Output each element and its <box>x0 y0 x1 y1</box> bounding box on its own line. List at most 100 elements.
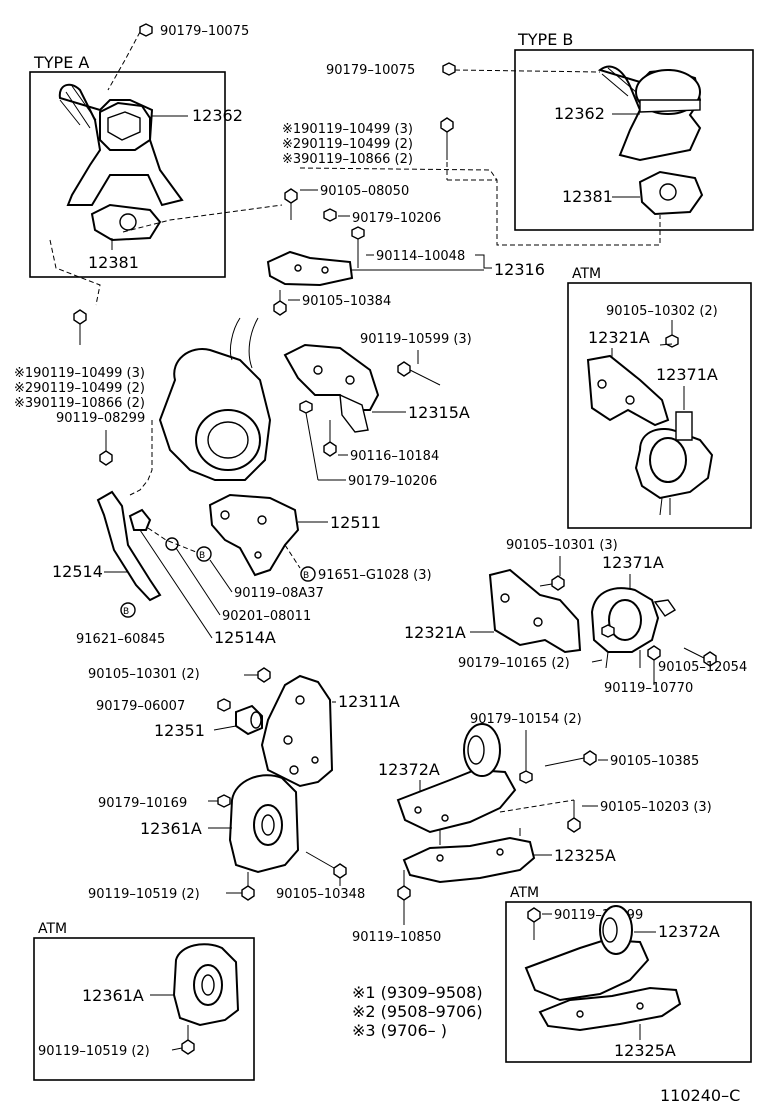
label-90119-10519-a: 90119–10519 (2) <box>88 887 200 902</box>
label-90119-10770: 90119–10770 <box>604 681 693 696</box>
type-a-box <box>29 71 226 278</box>
bracket-12316 <box>266 250 354 287</box>
bolt-90119-10770 <box>647 645 661 685</box>
label-91651-G1028: 91651–G1028 (3) <box>318 568 432 583</box>
label-90119-08299: 90119–08299 <box>56 411 145 426</box>
label-90116-10184: 90116–10184 <box>350 449 439 464</box>
label-note3-10866: ※390119–10866 (2) <box>282 152 413 167</box>
label-12315A: 12315A <box>408 403 470 422</box>
bolt-90119-10519-a <box>241 872 255 901</box>
svg-text:B: B <box>199 551 205 561</box>
label-12362-b: 12362 <box>554 104 605 123</box>
label-12511: 12511 <box>330 513 381 532</box>
bracket-12311A <box>260 674 334 788</box>
label-12371A-top: 12371A <box>656 365 718 384</box>
label-12321A-top: 12321A <box>588 328 650 347</box>
label-90105-10203: 90105–10203 (3) <box>600 800 712 815</box>
nut-90179-10075-top <box>139 23 153 37</box>
bolt-90119-10499-atm <box>527 907 541 940</box>
label-90105-08050: 90105–08050 <box>320 184 409 199</box>
insulator-12325A-atm <box>538 986 682 1032</box>
label-90105-10348: 90105–10348 <box>276 887 365 902</box>
bracket-12315A <box>283 343 380 433</box>
label-90201-08011: 90201–08011 <box>222 609 311 624</box>
bolt-90105-08050 <box>284 188 298 220</box>
label-90179-10206-a: 90179–10206 <box>352 211 441 226</box>
legend-note-2: ※2 (9508–9706) <box>352 1002 483 1021</box>
atm-box-top-right <box>567 282 752 529</box>
mount-cushion-12381-type-a <box>90 203 162 242</box>
nut-90119-08A37: B <box>196 546 212 562</box>
svg-text:B: B <box>123 607 129 617</box>
atm-label-bottom-right: ATM <box>510 885 539 901</box>
label-90105-10301-b: 90105–10301 (2) <box>88 667 200 682</box>
nut-90179-06007 <box>217 698 231 712</box>
nut-90179-10206-b <box>299 400 319 481</box>
bolt-90119-10519-b <box>181 1025 195 1055</box>
atm-box-bottom-left <box>33 937 255 1081</box>
bolt-90116-10184 <box>323 420 337 457</box>
bolt-90105-12054 <box>683 647 717 667</box>
transmission-case <box>129 317 272 496</box>
bolt-90105-10302 <box>659 334 679 348</box>
label-91621-60845: 91621–60845 <box>76 632 165 647</box>
label-12372A-mid: 12372A <box>378 760 440 779</box>
bolt-90119-10599 <box>397 361 441 386</box>
insulator-12325A-mid <box>402 828 536 884</box>
nut-90179-10154 <box>519 730 533 784</box>
label-12361A-mid: 12361A <box>140 819 202 838</box>
label-90119-10519-b: 90119–10519 (2) <box>38 1044 150 1059</box>
label-12361A-atm: 12361A <box>82 986 144 1005</box>
atm-label-bottom-left: ATM <box>38 921 67 937</box>
label-90179-06007: 90179–06007 <box>96 699 185 714</box>
nut-90179-10169 <box>217 794 231 808</box>
bolt-90119-10499-top <box>440 117 454 160</box>
washer-91621-60845: B <box>120 602 136 618</box>
label-12362-a: 12362 <box>192 106 243 125</box>
bolt-90105-10385 <box>544 750 597 767</box>
bolt-90119-08299 <box>99 430 113 466</box>
bushing-12514A <box>128 508 152 531</box>
label-90179-10154: 90179–10154 (2) <box>470 712 582 727</box>
figure-code: 110240–C <box>660 1086 740 1105</box>
label-90105-10384: 90105–10384 <box>302 294 391 309</box>
label-90179-10165: 90179–10165 (2) <box>458 656 570 671</box>
label-90105-10385: 90105–10385 <box>610 754 699 769</box>
label-note1-10499: ※190119–10499 (3) <box>282 122 413 137</box>
label-90179-10075-top: 90179–10075 <box>160 24 249 39</box>
type-a-label: TYPE A <box>33 53 89 72</box>
mount-cushion-12381-type-b <box>638 170 704 216</box>
label-12351: 12351 <box>154 721 205 740</box>
label-90179-10075-b: 90179–10075 <box>326 63 415 78</box>
bushing-12351 <box>235 704 263 736</box>
nut-90179-10165 <box>601 624 615 638</box>
label-left-note1: ※190119–10499 (3) <box>14 366 145 381</box>
nut-90179-10206-a <box>323 208 337 222</box>
label-90119-10850: 90119–10850 <box>352 930 441 945</box>
bolt-90105-10301-b <box>244 667 271 683</box>
engine-mount-12372A-mid <box>396 723 517 834</box>
label-12381-b: 12381 <box>562 187 613 206</box>
type-b-label: TYPE B <box>517 30 573 49</box>
label-left-note2: ※290119–10499 (2) <box>14 381 145 396</box>
bracket-12511 <box>208 493 300 577</box>
bolt-90105-10384 <box>273 290 287 316</box>
engine-mount-12361A-mid <box>228 774 300 874</box>
bolt-90105-10203 <box>567 800 581 833</box>
label-12311A: 12311A <box>338 692 400 711</box>
bolt-left-10499 <box>73 309 87 345</box>
label-90179-10169: 90179–10169 <box>98 796 187 811</box>
bracket-12321A-mid <box>488 568 582 654</box>
bolt-90114-10048 <box>351 226 365 268</box>
legend-note-1: ※1 (9309–9508) <box>352 983 483 1002</box>
label-90119-08A37: 90119–08A37 <box>234 586 324 601</box>
label-left-note3: ※390119–10866 (2) <box>14 396 145 411</box>
washer-91651-G1028: B <box>300 566 316 582</box>
bracket-12321A-top <box>586 354 670 427</box>
label-12514: 12514 <box>52 562 103 581</box>
engine-mount-12361A-atm <box>172 943 240 1027</box>
bolt-90105-10301-a <box>539 556 565 591</box>
engine-mount-12371A-top <box>634 411 714 516</box>
type-b-box <box>514 49 754 231</box>
